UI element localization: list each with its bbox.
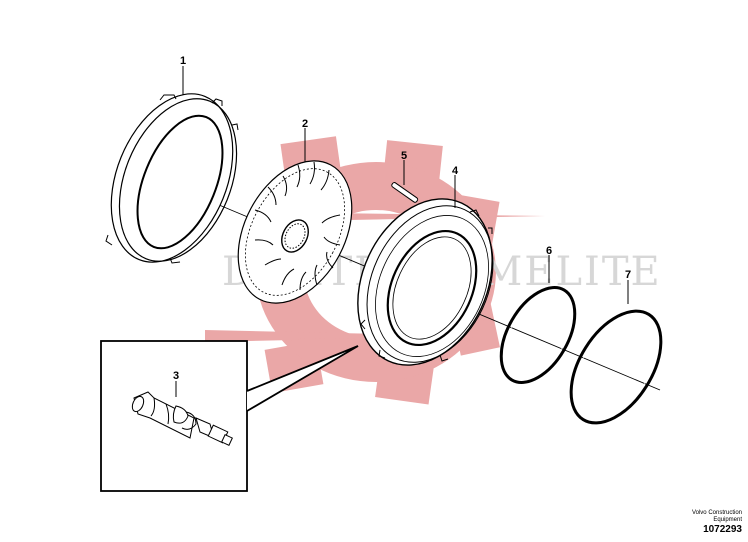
callout-4: 4 <box>452 165 459 177</box>
callout-7: 7 <box>625 269 631 281</box>
document-number: 1072293 <box>703 524 742 535</box>
callout-1: 1 <box>180 55 186 67</box>
detail-box-part-3 <box>100 340 359 492</box>
callout-6: 6 <box>546 245 552 257</box>
org-name-line2: Equipment <box>713 517 742 523</box>
callout-3: 3 <box>173 370 179 382</box>
org-name-line1: Volvo Construction <box>691 510 742 516</box>
o-ring-part-6 <box>499 286 577 384</box>
clutch-plate-part-1 <box>105 93 239 264</box>
piston-part-4 <box>357 198 494 366</box>
footer-caption: Volvo Construction Equipment 1072293 <box>692 510 742 536</box>
friction-disc-part-2 <box>237 160 353 304</box>
o-ring-part-7 <box>569 309 663 425</box>
callout-5: 5 <box>401 150 407 162</box>
pin-part-5 <box>391 182 419 203</box>
callout-2: 2 <box>302 118 308 130</box>
valve-part-3 <box>131 391 233 446</box>
